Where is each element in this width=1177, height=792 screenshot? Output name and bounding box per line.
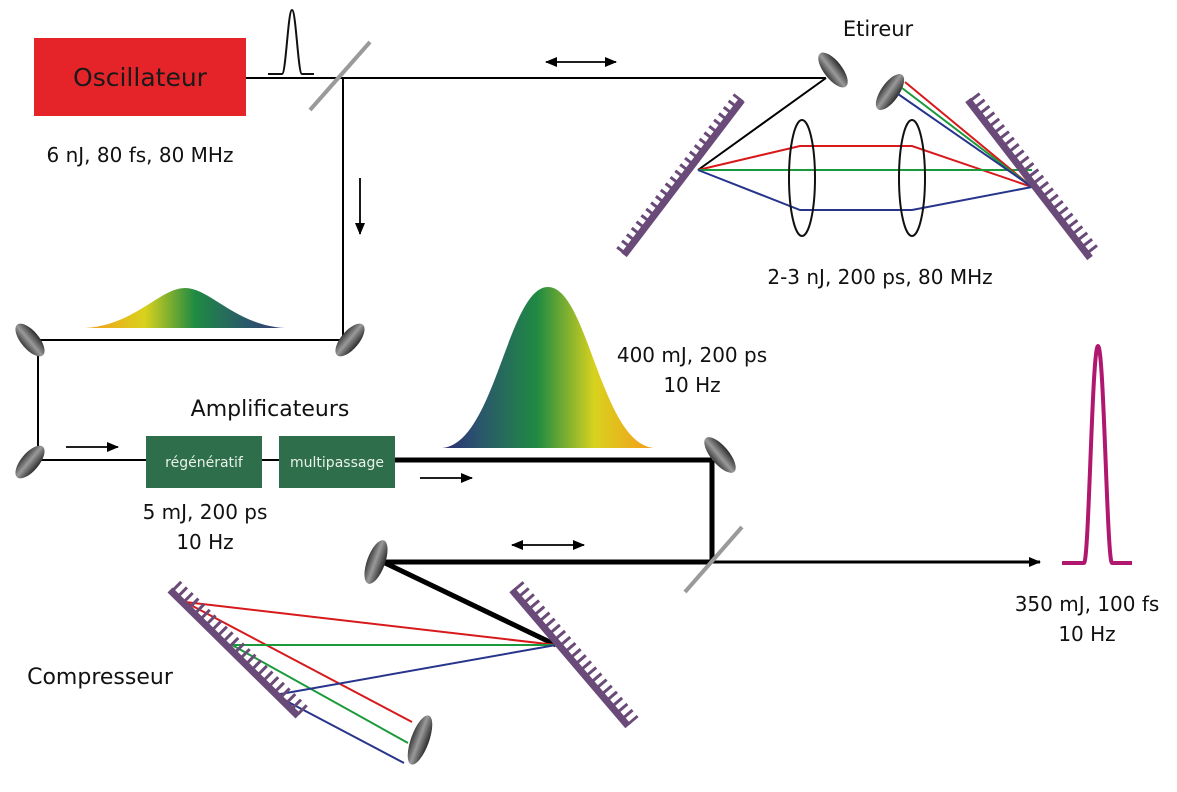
mirror xyxy=(407,715,433,765)
output-specs-line1: 350 mJ, 100 fs xyxy=(1015,592,1160,616)
mirror xyxy=(704,437,736,473)
stretcher-grating xyxy=(616,93,745,258)
multipass-amplifier-label: multipassage xyxy=(290,455,384,471)
compressor-rays xyxy=(184,601,557,764)
output-specs-line2: 10 Hz xyxy=(1058,622,1115,646)
stretcher-grating xyxy=(965,92,1101,261)
stretcher-lens xyxy=(788,119,816,237)
amplifiers-title: Amplificateurs xyxy=(191,397,350,422)
mirror xyxy=(364,540,388,584)
mirror xyxy=(15,323,45,357)
stretched-pulse xyxy=(85,288,285,328)
oscillator-box xyxy=(34,38,246,116)
oscillator-pulse-icon xyxy=(268,8,314,75)
regen-specs-line1: 5 mJ, 200 ps xyxy=(143,500,268,524)
multipass-specs-line1: 400 mJ, 200 ps xyxy=(617,343,767,367)
multipass-specs-line2: 10 Hz xyxy=(663,373,720,397)
regenerative-amplifier-label: régénératif xyxy=(165,455,244,471)
mirror xyxy=(875,74,905,110)
stretcher-rays xyxy=(697,81,1033,211)
compressor-grating xyxy=(167,580,309,719)
beam-splitter xyxy=(308,40,372,112)
oscillator-specs: 6 nJ, 80 fs, 80 MHz xyxy=(47,143,234,167)
amplified-pulse xyxy=(442,287,654,448)
stretcher-specs: 2-3 nJ, 200 ps, 80 MHz xyxy=(767,265,992,289)
mirror xyxy=(15,445,45,479)
beam-amplified xyxy=(381,457,715,648)
multipass-amplifier-box xyxy=(279,436,395,488)
beam-oscillator-stretcher xyxy=(37,77,827,461)
compressor-title: Compresseur xyxy=(27,665,174,690)
beam-splitter xyxy=(683,525,744,594)
regenerative-amplifier-box xyxy=(146,436,262,488)
compressor-grating xyxy=(509,581,639,729)
mirror xyxy=(335,323,365,357)
mirror xyxy=(818,52,848,88)
regen-specs-line2: 10 Hz xyxy=(176,530,233,554)
stretcher-lens xyxy=(898,119,926,237)
output-pulse xyxy=(1062,343,1132,565)
oscillator-label: Oscillateur xyxy=(73,63,208,92)
stretcher-title: Etireur xyxy=(843,17,914,41)
